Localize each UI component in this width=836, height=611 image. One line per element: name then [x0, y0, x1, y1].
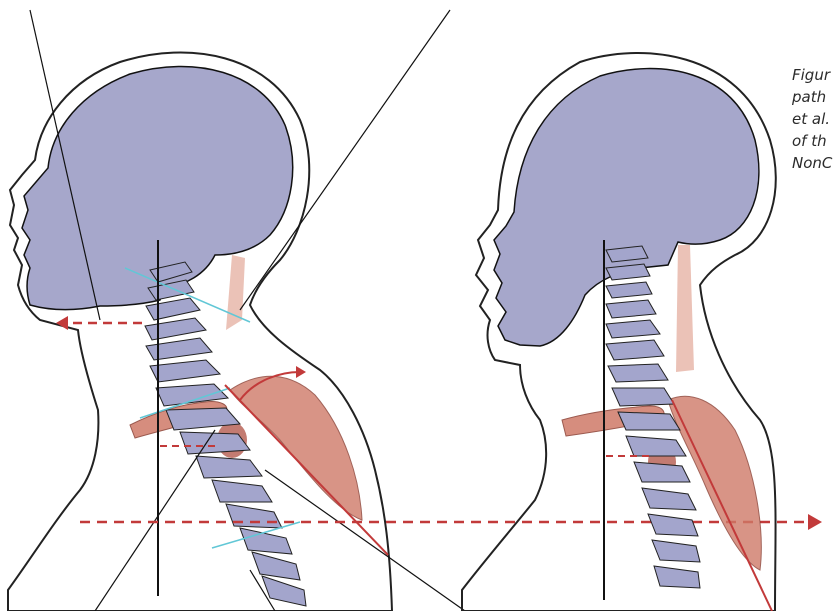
baseline-dashed-arrowhead: [808, 514, 822, 530]
left-vertebra: [196, 456, 262, 478]
right-vertebra: [612, 388, 674, 406]
right-figure: [462, 53, 776, 611]
caption-line: path: [792, 86, 836, 108]
left-dashed-arrowhead: [56, 316, 68, 330]
left-vertebra: [145, 318, 206, 340]
right-vertebra: [652, 540, 700, 562]
left-vertebra: [252, 552, 300, 580]
right-vertebra: [606, 340, 664, 360]
left-vertebra: [212, 480, 272, 502]
right-vertebra: [648, 514, 698, 536]
caption-line: et al.: [792, 108, 836, 130]
right-vertebra: [654, 566, 700, 588]
caption-line: NonC: [792, 152, 836, 174]
left-vertebra: [180, 432, 250, 454]
left-curved-arrowhead: [296, 366, 306, 378]
left-vertebra: [150, 360, 220, 382]
left-vertebra: [146, 338, 212, 360]
caption-line: Figur: [792, 64, 836, 86]
right-vertebra: [626, 436, 686, 456]
left-angle-line: [95, 430, 215, 611]
right-vertebra: [606, 300, 656, 318]
right-vertebra: [634, 462, 690, 482]
right-vertebra: [618, 412, 680, 430]
right-vertebra: [606, 282, 652, 298]
figure-caption: Figur path et al. of th NonC: [792, 64, 836, 224]
right-vertebra: [608, 364, 668, 382]
left-vertebra: [226, 504, 282, 528]
right-vertebra: [606, 320, 660, 338]
caption-line: of th: [792, 130, 836, 152]
right-muscle-upper: [676, 245, 694, 372]
right-vertebra: [642, 488, 696, 510]
